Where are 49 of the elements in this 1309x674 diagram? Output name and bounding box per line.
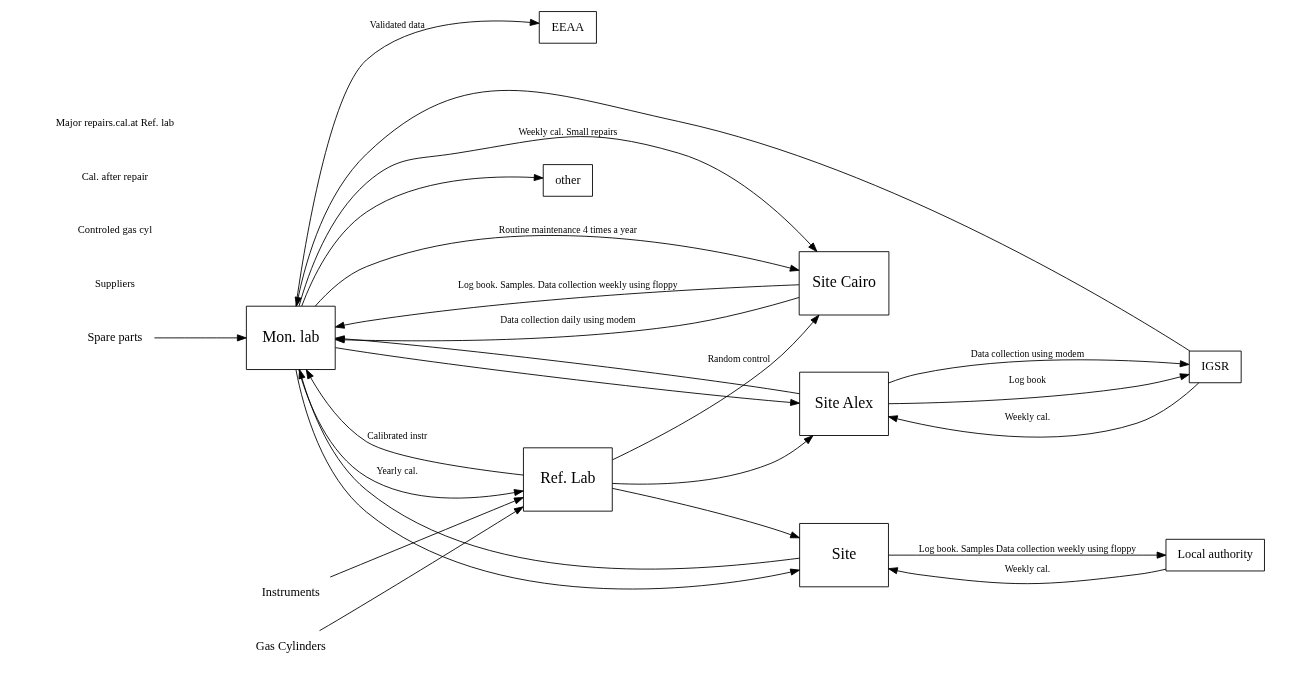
edge-label: Weekly cal. <box>1004 411 1051 423</box>
arrow <box>888 359 1190 384</box>
label: Suppliers <box>94 277 135 289</box>
arrow <box>153 334 247 342</box>
edge-label: Data collection using modem <box>970 348 1085 360</box>
arrow <box>298 369 524 499</box>
arrow <box>295 18 540 307</box>
node-box: Site <box>799 523 889 588</box>
node-text: Gas Cylinders <box>255 638 326 653</box>
label: Controled gas cyl <box>77 224 153 236</box>
arrow <box>334 347 800 406</box>
label: Cal. after repair <box>81 170 149 182</box>
node-box: Site Alex <box>799 371 889 436</box>
edge-label: Routine maintenance 4 times a year <box>498 224 637 236</box>
arrow <box>314 235 800 307</box>
arrow <box>294 89 1191 352</box>
arrow <box>319 506 524 632</box>
node-text: Spare parts <box>87 330 143 345</box>
arrow <box>888 382 1200 438</box>
node-box: Ref. Lab <box>523 447 613 512</box>
node-box: Local authority <box>1165 538 1265 572</box>
arrow <box>888 551 1167 559</box>
edge-label: Yearly cal. <box>376 465 418 477</box>
edge-label: Log book <box>1008 374 1047 386</box>
node-box: Site Cairo <box>798 251 890 316</box>
edge-label: Data collection daily using modem <box>500 313 636 325</box>
label: Major repairs.cal.at Ref. lab <box>55 116 175 128</box>
arrow <box>612 314 820 461</box>
arrow <box>301 174 544 307</box>
arrow <box>888 567 1167 585</box>
edge-label: Weekly cal. Small repairs <box>518 125 618 137</box>
node-box: Mon. lab <box>245 305 336 370</box>
arrow <box>611 487 800 539</box>
edge-label: Validated data <box>369 19 425 31</box>
node-box: other <box>542 164 593 197</box>
node-box: IGSR <box>1188 350 1242 384</box>
arrow <box>298 136 818 307</box>
edge-label: Log book. Samples. Data collection weekly using floppy <box>458 279 678 291</box>
arrow <box>329 497 524 578</box>
edge-label: Weekly cal. <box>1004 562 1051 574</box>
edge-label: Random control <box>707 353 771 365</box>
arrow <box>334 284 800 329</box>
arrow <box>612 435 814 485</box>
arrow <box>305 369 524 476</box>
edge-label: Log book. Samples Data collection weekly using floppy <box>918 543 1137 555</box>
arrow <box>888 373 1190 405</box>
node-text: Instruments <box>261 585 320 600</box>
edge-label: Calibrated instr <box>367 429 428 441</box>
node-box: EEAA <box>538 11 597 44</box>
